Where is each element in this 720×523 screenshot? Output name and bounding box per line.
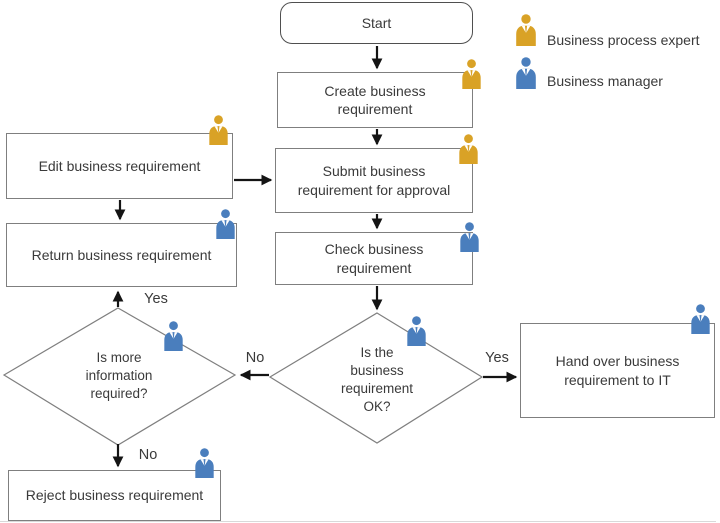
legend-business-manager-icon bbox=[514, 56, 538, 90]
decision-label-more-info: Is more information required? bbox=[85, 349, 153, 402]
edge-label-no-middle: No bbox=[245, 350, 265, 366]
edge-label-yes-right: Yes bbox=[485, 350, 509, 366]
business-manager-icon bbox=[162, 321, 185, 351]
node-reject-business-requirement: Reject business requirement bbox=[8, 470, 221, 521]
node-check-business-requirement: Check business requirement bbox=[275, 232, 473, 285]
node-submit-business-requirement: Submit business requirement for approval bbox=[275, 148, 473, 213]
node-create-business-requirement: Create business requirement bbox=[277, 72, 473, 128]
edge-label-yes-left: Yes bbox=[144, 291, 168, 307]
legend-label-business-manager: Business manager bbox=[547, 73, 663, 89]
business-manager-icon bbox=[458, 222, 481, 252]
business-manager-icon bbox=[689, 304, 712, 334]
business-manager-icon bbox=[193, 448, 216, 478]
legend-business-process-expert-icon bbox=[514, 13, 538, 47]
node-return-business-requirement: Return business requirement bbox=[6, 223, 237, 287]
business-process-expert-icon bbox=[207, 115, 230, 145]
business-manager-icon bbox=[214, 209, 237, 239]
business-process-expert-icon bbox=[460, 59, 483, 89]
figure-bottom-border bbox=[0, 521, 716, 522]
legend-label-business-process-expert: Business process expert bbox=[547, 32, 700, 48]
decision-diamond-requirement-ok bbox=[268, 312, 484, 444]
decision-label-requirement-ok: Is the business requirement OK? bbox=[340, 344, 414, 415]
business-manager-icon bbox=[405, 316, 428, 346]
node-edit-business-requirement: Edit business requirement bbox=[6, 133, 233, 199]
edge-label-no-bottom: No bbox=[138, 447, 158, 463]
node-start: Start bbox=[280, 2, 473, 44]
node-hand-over-to-it: Hand over business requirement to IT bbox=[520, 323, 715, 418]
business-process-expert-icon bbox=[457, 134, 480, 164]
